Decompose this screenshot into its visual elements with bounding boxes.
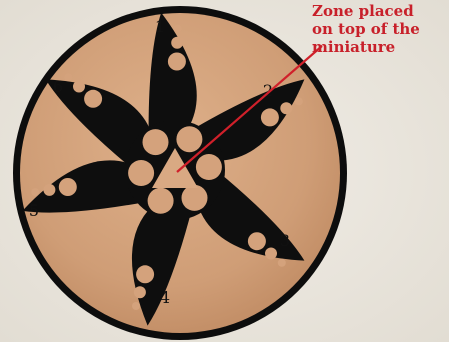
blade-4-cutout-2 — [134, 286, 146, 298]
blade-5-cutout-2 — [43, 184, 55, 196]
blade-4-cutout-3 — [132, 302, 140, 310]
callout-text: Zone placed on top of the miniature — [312, 2, 446, 56]
blade-3-cutout-1 — [248, 232, 266, 250]
blade-2-cutout-3 — [295, 97, 303, 105]
blade-5-cutout-3 — [31, 188, 39, 196]
hub-lobe-3 — [182, 185, 208, 211]
zone-label-6: 6 — [53, 77, 63, 96]
hub-lobe-2 — [196, 154, 222, 180]
zone-label-4: 4 — [160, 288, 170, 307]
blade-1-cutout-3 — [174, 25, 182, 33]
blade-6-cutout-2 — [73, 81, 85, 93]
zone-label-5: 5 — [29, 201, 39, 220]
blade-3-cutout-3 — [278, 259, 286, 267]
callout-line-3: miniature — [312, 38, 446, 56]
hub-lobe-6 — [143, 129, 169, 155]
callout-line-1: Zone placed — [312, 2, 446, 20]
zone-label-1: 1 — [155, 17, 165, 36]
blade-6-cutout-1 — [84, 90, 102, 108]
hub-lobe-4 — [148, 188, 174, 214]
blade-1-cutout-1 — [168, 53, 186, 71]
blade-2-cutout-2 — [280, 102, 292, 114]
blade-4-cutout-1 — [136, 265, 154, 283]
blade-6-cutout-3 — [64, 73, 72, 81]
hub-lobe-5 — [128, 160, 154, 186]
blade-2-cutout-1 — [261, 108, 279, 126]
hub-lobe-1 — [176, 126, 202, 152]
callout-line-2: on top of the — [312, 20, 446, 38]
blade-3-cutout-2 — [265, 248, 277, 260]
blade-5-cutout-1 — [59, 178, 77, 196]
blade-1-cutout-2 — [171, 37, 183, 49]
zone-label-3: 3 — [280, 231, 290, 250]
